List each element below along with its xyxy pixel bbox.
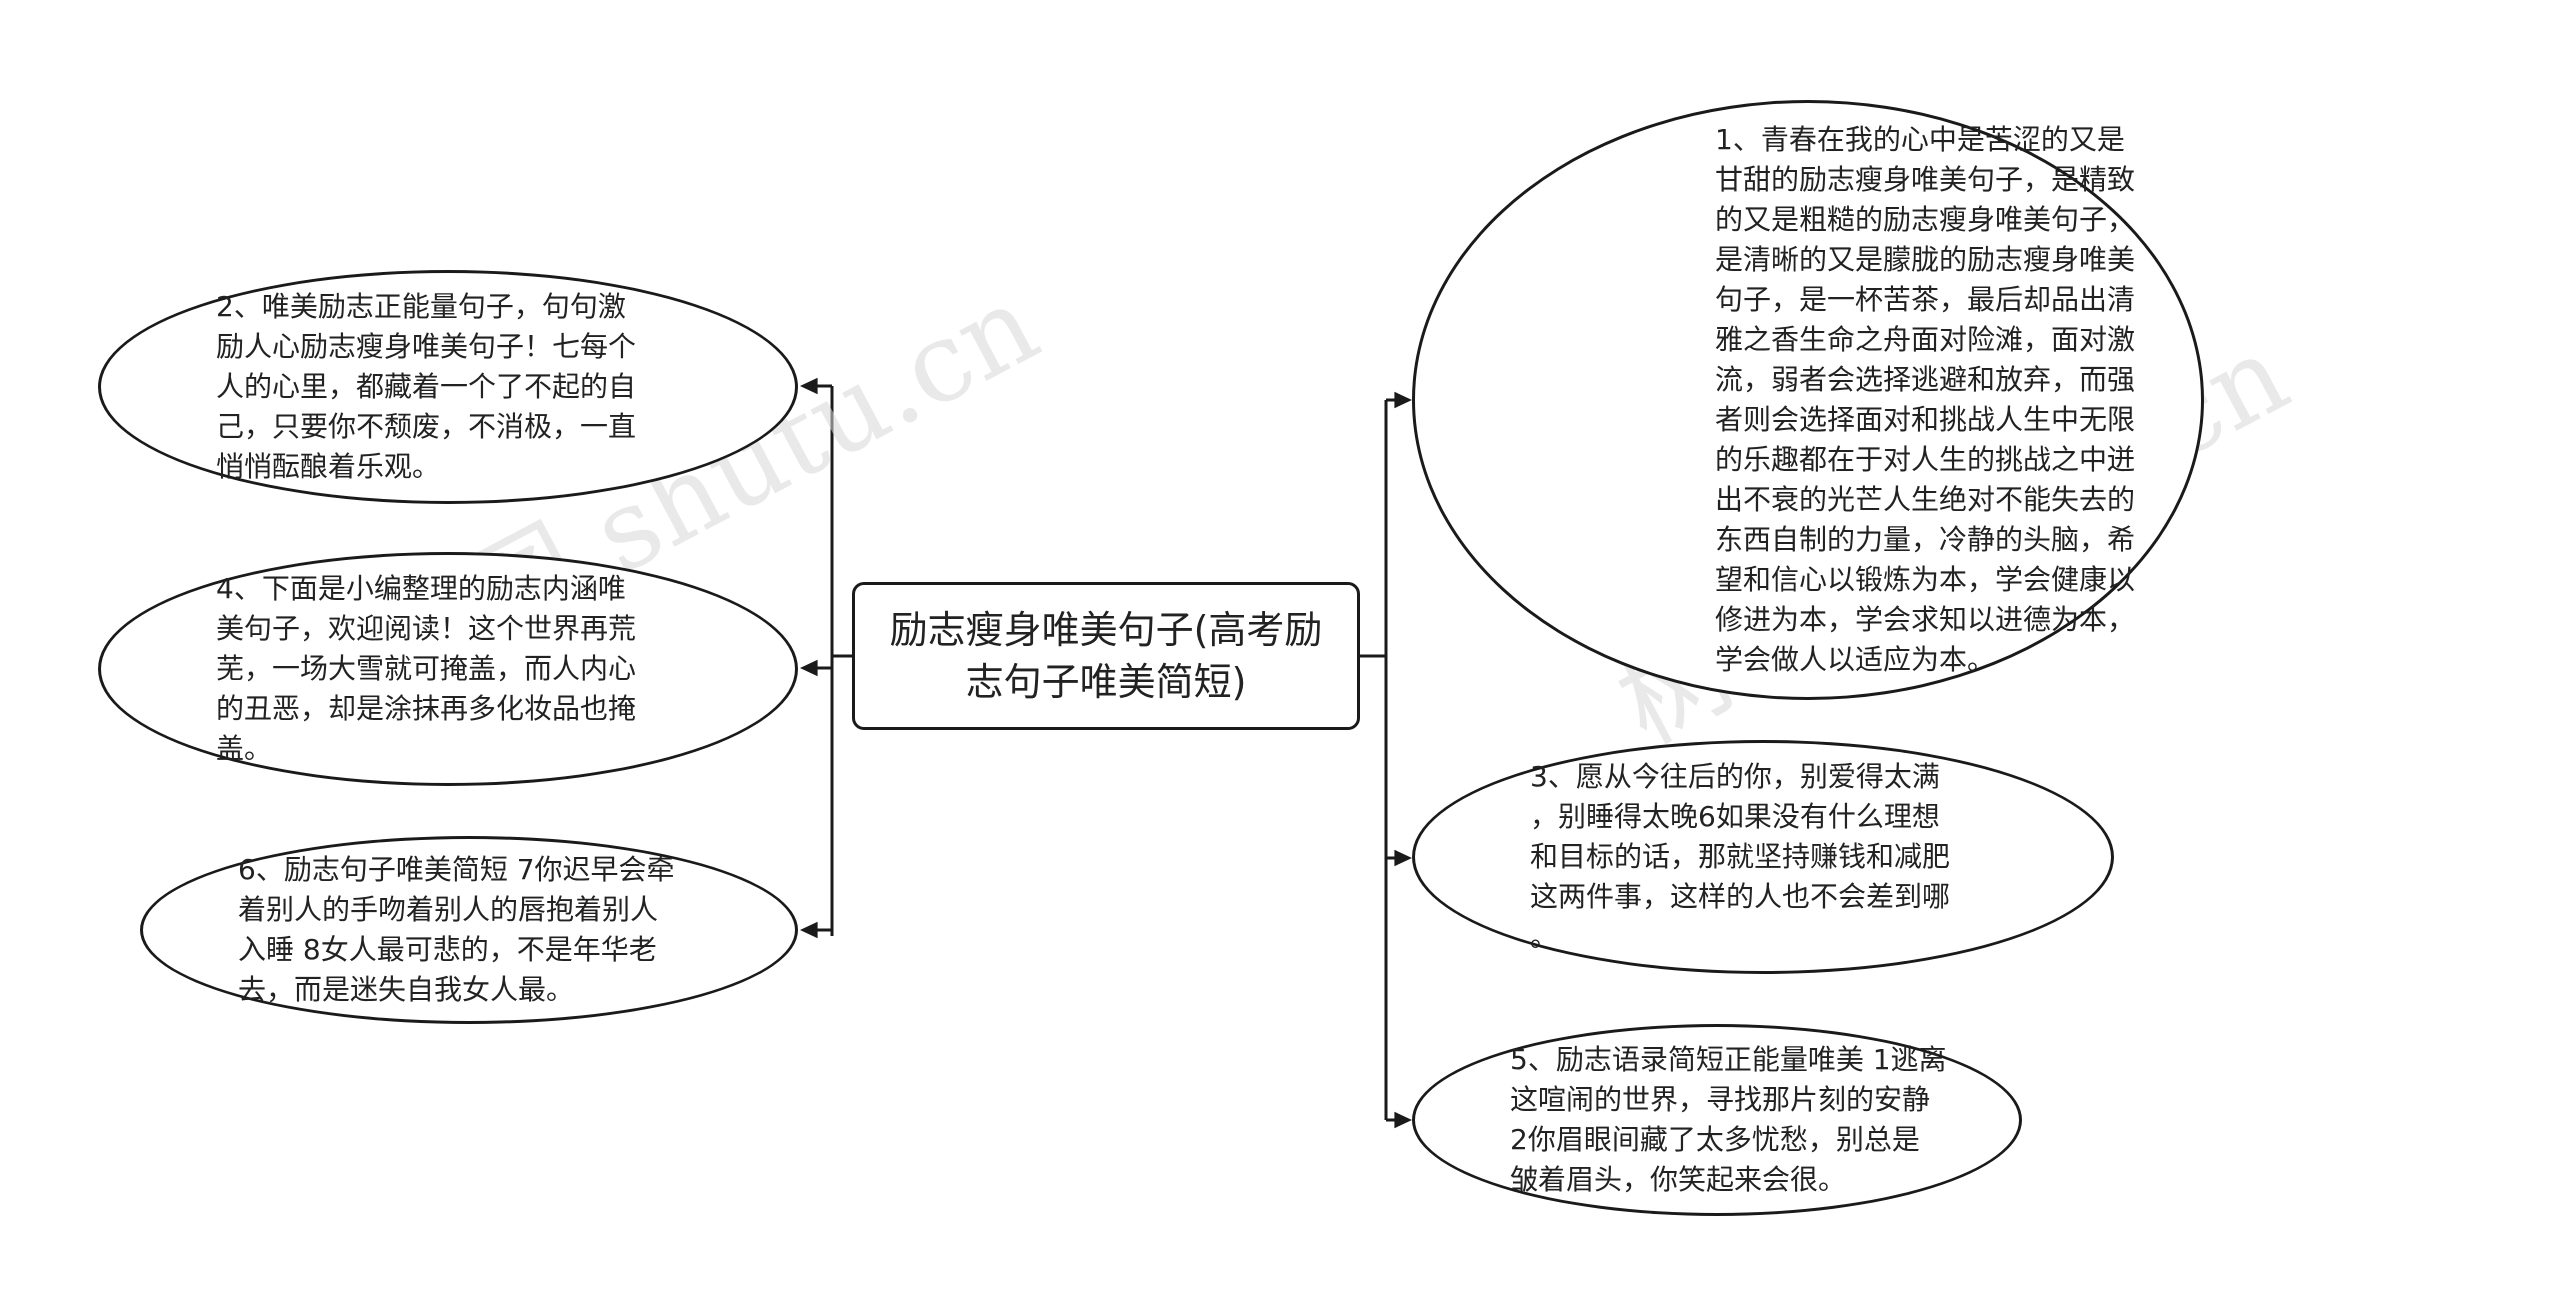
topic-text-3: 3、愿从今往后的你，别爱得太满 ，别睡得太晚6如果没有什么理想 和目标的话，那就…: [1530, 760, 1951, 953]
arrowhead-node-6: [800, 921, 818, 939]
root-topic-node[interactable]: 励志瘦身唯美句子(高考励 志句子唯美简短): [852, 582, 1360, 730]
arrowhead-node-2: [800, 377, 818, 395]
arrowhead-node-3: [1394, 849, 1412, 867]
topic-text-5: 5、励志语录简短正能量唯美 1逃离 这喧闹的世界，寻找那片刻的安静 2你眉眼间藏…: [1510, 1043, 1947, 1196]
topic-text-4: 4、下面是小编整理的励志内涵唯 美句子，欢迎阅读！这个世界再荒 芜，一场大雪就可…: [216, 572, 637, 765]
topic-node-6[interactable]: 6、励志句子唯美简短 7你迟早会牵 着别人的手吻着别人的唇抱着别人 入睡 8女人…: [140, 836, 798, 1024]
topic-node-2[interactable]: 2、唯美励志正能量句子，句句激 励人心励志瘦身唯美句子！七每个 人的心里，都藏着…: [98, 270, 798, 504]
topic-node-4[interactable]: 4、下面是小编整理的励志内涵唯 美句子，欢迎阅读！这个世界再荒 芜，一场大雪就可…: [98, 552, 798, 786]
topic-node-5[interactable]: 5、励志语录简短正能量唯美 1逃离 这喧闹的世界，寻找那片刻的安静 2你眉眼间藏…: [1412, 1024, 2022, 1216]
arrowhead-node-1: [1394, 391, 1412, 409]
topic-text-6: 6、励志句子唯美简短 7你迟早会牵 着别人的手吻着别人的唇抱着别人 入睡 8女人…: [238, 853, 675, 1006]
root-topic-text: 励志瘦身唯美句子(高考励 志句子唯美简短): [889, 608, 1323, 704]
topic-text-2: 2、唯美励志正能量句子，句句激 励人心励志瘦身唯美句子！七每个 人的心里，都藏着…: [216, 290, 637, 483]
arrowhead-node-5: [1394, 1111, 1412, 1129]
topic-text-1: 1、青春在我的心中是苦涩的又是 甘甜的励志瘦身唯美句子，是精致 的又是粗糙的励志…: [1715, 123, 2136, 676]
topic-node-1[interactable]: 1、青春在我的心中是苦涩的又是 甘甜的励志瘦身唯美句子，是精致 的又是粗糙的励志…: [1412, 100, 2204, 700]
topic-node-3[interactable]: 3、愿从今往后的你，别爱得太满 ，别睡得太晚6如果没有什么理想 和目标的话，那就…: [1412, 740, 2114, 974]
arrowhead-node-4: [800, 659, 818, 677]
